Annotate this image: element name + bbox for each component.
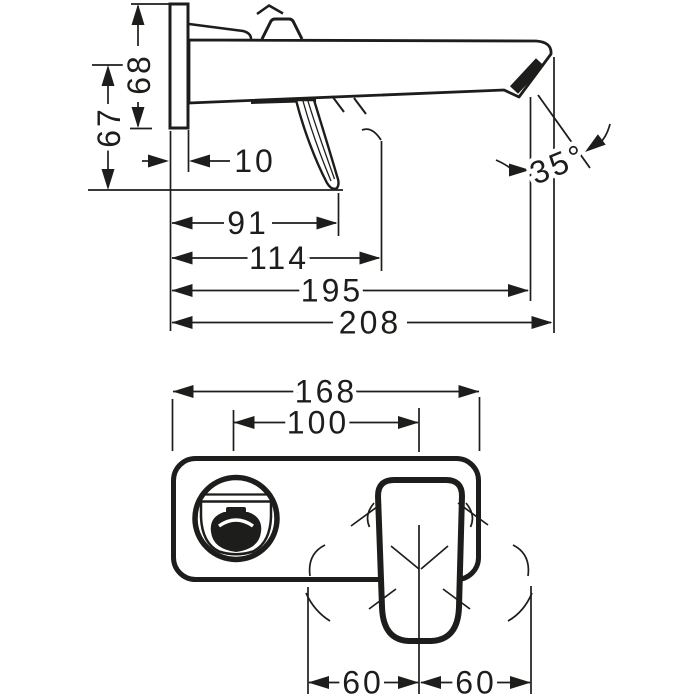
lever-blade-inner-lines: [302, 100, 336, 182]
dim-195-label: 195: [301, 273, 363, 309]
dim-114-label: 114: [249, 240, 309, 276]
blade-swing-arc: [361, 128, 382, 141]
dim-handle-reach: 91: [171, 201, 338, 246]
dim-plate-width: 168: [172, 369, 480, 414]
dim-spout-to-handle: 100: [233, 400, 419, 445]
dim-67-label: 67: [91, 106, 127, 148]
lever-grip-side: [260, 17, 304, 40]
handle-motion-v-upper: [390, 545, 449, 570]
dim-plate-depth: 10: [142, 139, 277, 184]
jet-angle-line: [537, 94, 591, 169]
side-extension-lines: [88, 3, 555, 333]
front-view: 168 100 60 60: [171, 369, 533, 700]
dim-208-label: 208: [339, 305, 401, 341]
spout-side: [187, 38, 553, 105]
handle-swivel-arcs: [305, 544, 533, 622]
handle-motion-corner-arcs: [366, 502, 474, 528]
front-extension-lines: [171, 397, 532, 694]
dim-35deg-label: 35°: [525, 137, 592, 192]
dim-60-right-label: 60: [455, 665, 497, 700]
dim-handle-offsets: 60 60: [308, 660, 531, 700]
aerator-highlight: [217, 518, 255, 528]
handle-rear-wedge: [188, 22, 253, 40]
spout-tube-outline: [199, 501, 273, 556]
dim-total-depth: 208: [171, 300, 553, 345]
dim-91-label: 91: [227, 205, 269, 241]
handle-motion-v-lower: [368, 588, 471, 610]
handle-front: [375, 477, 465, 644]
faucet-front-outline: [171, 456, 533, 694]
dim-spout-drop: 67: [87, 65, 132, 190]
aerator-tab: [226, 507, 246, 515]
lever-motion-chevron: [256, 4, 284, 16]
dim-spray-angle: 35°: [495, 123, 611, 196]
dim-100-label: 100: [287, 405, 349, 441]
dim-10-label: 10: [234, 143, 276, 179]
dim-60-left-label: 60: [342, 665, 384, 700]
aerator-side: [509, 58, 545, 94]
dim-plate-height: 68: [117, 4, 162, 128]
blade-motion-ticks: [331, 95, 367, 115]
faucet-side-outline: [168, 2, 591, 191]
handle-motion-diagonals: [350, 502, 489, 527]
side-view: 68 67 10 91: [87, 2, 611, 345]
dim-168-label: 168: [295, 374, 357, 410]
wall-plate-side: [168, 2, 190, 130]
dim-68-label: 68: [121, 53, 157, 95]
dim-spout-reach: 195: [171, 268, 529, 313]
dim-handle-center: 114: [171, 236, 381, 281]
